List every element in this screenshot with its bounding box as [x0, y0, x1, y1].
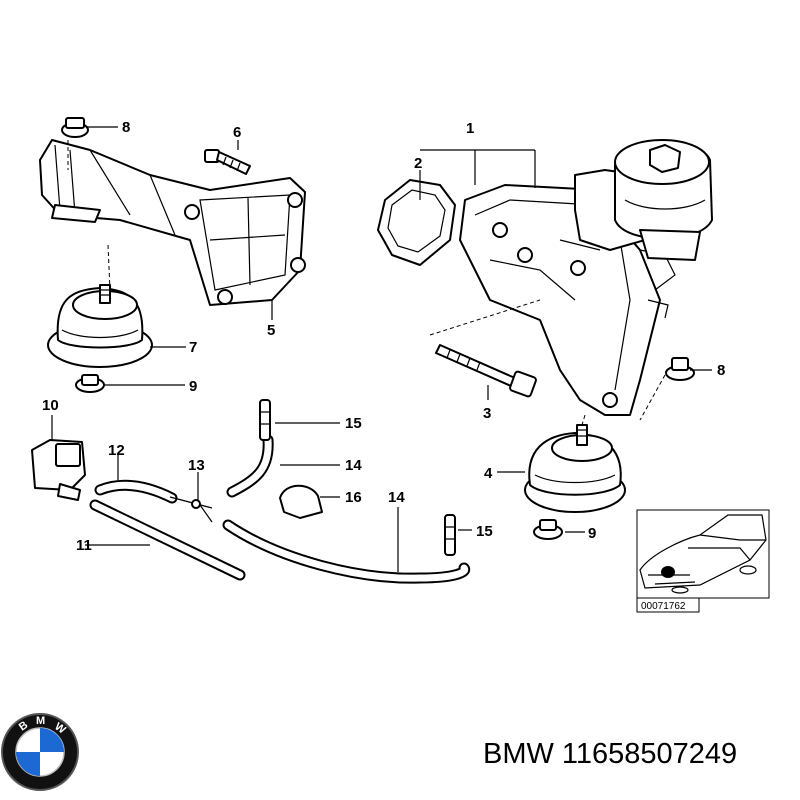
callout-3: 3	[483, 405, 491, 422]
vehicle-location-inset: 00071762	[636, 509, 770, 613]
hose-14-upper	[226, 434, 274, 498]
callout-7: 7	[189, 339, 197, 356]
callout-8-left: 8	[122, 119, 130, 136]
callout-15-lower: 15	[476, 523, 493, 540]
callout-9-left: 9	[189, 378, 197, 395]
callout-14-lower: 14	[388, 489, 405, 506]
connector-15-upper	[259, 399, 271, 441]
gasket-2	[377, 179, 456, 266]
oil-filter-housing	[614, 139, 713, 261]
callout-5: 5	[267, 322, 275, 339]
callout-10: 10	[42, 397, 59, 414]
t-connector-13	[169, 496, 213, 523]
callout-16: 16	[345, 489, 362, 506]
hose-12	[94, 479, 178, 504]
nut-9-right	[533, 519, 563, 540]
nut-9-left	[75, 374, 105, 393]
connector-15-lower	[444, 514, 456, 556]
inset-reference-number: 00071762	[641, 601, 686, 612]
callout-11: 11	[76, 537, 92, 554]
clip-16	[279, 484, 323, 519]
callout-14-upper: 14	[345, 457, 362, 474]
callout-13: 13	[188, 457, 205, 474]
callout-6: 6	[233, 124, 241, 141]
callout-8-right: 8	[717, 362, 725, 379]
nut-8-left	[61, 117, 89, 138]
svg-text:M: M	[36, 715, 45, 727]
part-number-caption: BMW 11658507249	[483, 738, 738, 770]
engine-mount-7	[47, 284, 153, 368]
callout-12: 12	[108, 442, 125, 459]
callout-2: 2	[414, 155, 422, 172]
callout-9-right: 9	[588, 525, 596, 542]
engine-mount-4	[524, 424, 626, 513]
hose-14-lower	[222, 519, 471, 584]
solenoid-valve-10	[31, 439, 86, 501]
callout-15-upper: 15	[345, 415, 362, 432]
callout-1: 1	[466, 120, 474, 137]
hose-11	[89, 499, 246, 581]
nut-8-right	[665, 357, 695, 381]
bolt-6	[204, 149, 251, 175]
bmw-logo: B M W	[1, 713, 79, 791]
engine-support-bracket	[39, 139, 306, 306]
callout-4: 4	[484, 465, 493, 482]
bolt-3	[435, 344, 537, 398]
